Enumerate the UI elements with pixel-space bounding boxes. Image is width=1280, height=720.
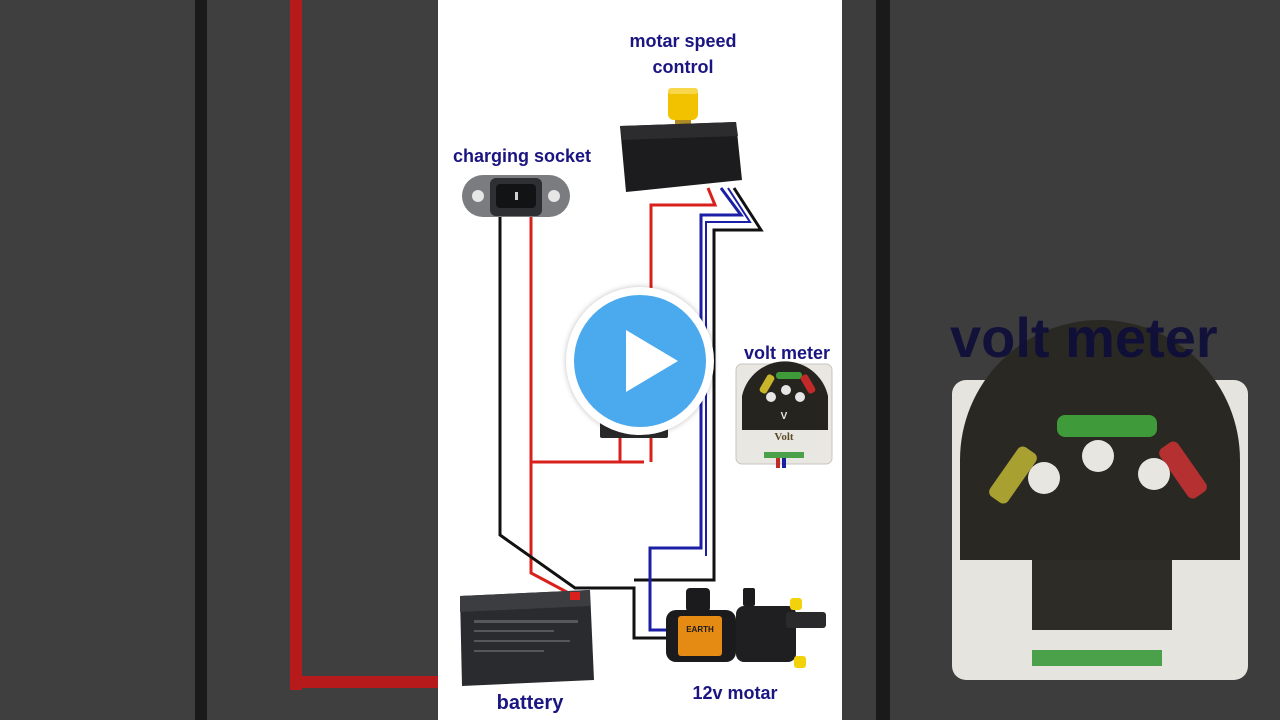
volt-meter-brand-text: Volt <box>774 431 793 443</box>
pump-head <box>736 606 796 662</box>
background-left <box>0 0 438 720</box>
volt-meter-terminal-strip <box>764 452 804 458</box>
pump-bolt <box>743 588 755 606</box>
blue-wire-speed-to-motor <box>648 187 744 632</box>
bg-meter-hole-right <box>1138 458 1170 490</box>
volt-meter-green-mark <box>776 372 802 379</box>
bg-black-wire-right <box>876 0 890 720</box>
background-right <box>842 0 1280 720</box>
battery-component <box>460 590 594 686</box>
volt-meter-hole-mid <box>781 385 791 395</box>
volt-meter-lead-blue <box>782 458 786 468</box>
bg-red-wire-h <box>290 676 438 688</box>
bg-meter-red-arc <box>1159 441 1207 499</box>
battery-label: battery <box>496 692 564 714</box>
red-wire-to-battery <box>529 462 579 600</box>
battery-body <box>460 590 594 686</box>
bg-meter-green-strip <box>1032 650 1162 666</box>
volt-meter-label: volt meter <box>743 343 831 363</box>
speed-control-label-line2: control <box>652 57 714 77</box>
speed-control-knob-top <box>668 88 698 94</box>
play-button-circle <box>574 295 706 427</box>
bg-black-wire <box>195 0 207 720</box>
background-right-meter <box>876 0 1248 720</box>
battery-label-line-4 <box>474 650 544 652</box>
motor-top-cap <box>686 588 710 612</box>
background-left-wires <box>195 0 438 720</box>
motor-label <box>678 616 722 656</box>
battery-label-line-2 <box>474 630 554 632</box>
battery-label-line-3 <box>474 640 570 642</box>
socket-pin <box>515 192 518 200</box>
battery-positive-terminal <box>570 592 580 600</box>
bg-red-wire <box>290 0 302 690</box>
play-button[interactable] <box>566 287 714 435</box>
wiring-svg: V Volt EARTH <box>460 88 833 686</box>
black-wire-socket-to-motor <box>498 204 678 640</box>
speed-control-box-top <box>620 122 738 140</box>
speed-control-label-line1: motar speed <box>629 31 737 51</box>
motor-label-text: 12v motar <box>692 683 778 703</box>
pump-fitting-bottom <box>794 656 806 668</box>
bg-meter-yellow-arc <box>989 446 1037 504</box>
volt-meter-v-mark: V <box>781 411 788 422</box>
speed-control-knob <box>668 88 698 120</box>
bg-meter-hole-mid <box>1082 440 1114 472</box>
volt-meter-hole-right <box>795 392 805 402</box>
volt-meter-component: V Volt <box>735 361 833 468</box>
speed-control-component <box>620 88 742 192</box>
socket-screw-hole-left <box>472 190 484 202</box>
volt-meter-yellow-mark <box>759 374 775 394</box>
bg-meter-green-arc <box>1057 415 1157 437</box>
battery-label-line-1 <box>474 620 578 623</box>
charging-socket-component <box>462 175 570 217</box>
bg-meter-hole-left <box>1028 462 1060 494</box>
motor-component: EARTH <box>666 588 826 668</box>
volt-meter-red-mark <box>800 374 816 394</box>
speed-control-box <box>620 122 742 192</box>
play-icon <box>626 330 678 392</box>
speed-control-label: motar speed control <box>608 28 758 80</box>
bg-meter-face <box>960 320 1240 560</box>
pump-fitting-top <box>790 598 802 610</box>
background-volt-meter-label: volt meter <box>950 306 1218 369</box>
socket-screw-hole-right <box>548 190 560 202</box>
black-wire-to-speed-control <box>634 187 764 582</box>
battery-top <box>460 590 590 612</box>
pump-outlet <box>786 612 826 628</box>
motor-brand-text: EARTH <box>686 625 714 634</box>
volt-meter-hole-left <box>766 392 776 402</box>
volt-meter-lead-red <box>776 458 780 468</box>
bg-meter-lower <box>1032 560 1172 630</box>
charging-socket-label: charging socket <box>452 146 592 166</box>
